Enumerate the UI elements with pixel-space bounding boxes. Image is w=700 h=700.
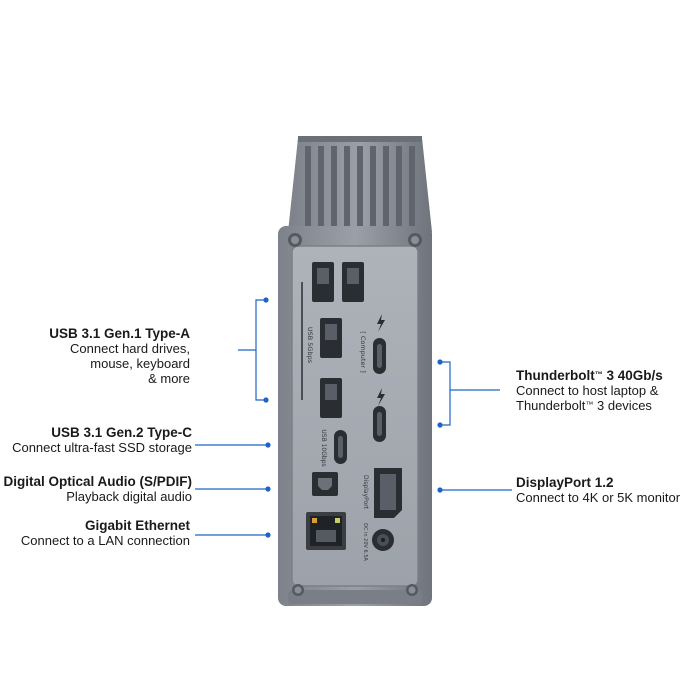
tb-line2-a: Thunderbolt: [516, 398, 586, 413]
callout-optical-title: Digital Optical Audio (S/PDIF): [3, 474, 193, 489]
callout-optical: Digital Optical Audio (S/PDIF) Playback …: [0, 474, 193, 504]
thunderbolt-bracket: [440, 361, 451, 426]
callout-usb-c-title: USB 3.1 Gen.2 Type-C: [51, 425, 192, 440]
callout-usb-c-line1: Connect ultra-fast SSD storage: [12, 440, 192, 455]
callout-usb-a-line2: mouse, keyboard: [90, 356, 190, 371]
usb10-label: USB 10Gbps: [320, 429, 327, 466]
dc-power-port: [372, 529, 394, 551]
thunderbolt-port: [373, 314, 386, 442]
callout-usb-c: USB 3.1 Gen.2 Type-C Connect ultra-fast …: [0, 425, 192, 455]
callout-ethernet-title: Gigabit Ethernet: [84, 518, 190, 533]
ethernet-port: [306, 512, 346, 550]
displayport-port: [374, 468, 402, 518]
usb-a-bracket: [255, 299, 266, 401]
optical-port: [312, 472, 338, 496]
tb-title-tm: ™: [594, 370, 603, 379]
callout-usb-a-line1: Connect hard drives,: [70, 341, 190, 356]
callout-usb-a-line3: & more: [148, 371, 190, 386]
callout-displayport-line1: Connect to 4K or 5K monitor: [516, 490, 681, 505]
computer-label: [ Computer ]: [359, 331, 367, 373]
callout-displayport: DisplayPort 1.2 Connect to 4K or 5K moni…: [516, 475, 696, 505]
usb-a-port: [312, 262, 364, 418]
dc-label: DC in 20V 6.5A: [362, 523, 368, 561]
tb-line2-tm: ™: [585, 400, 594, 409]
tb-title-b: 3 40Gb/s: [602, 368, 663, 383]
callout-dots: [263, 297, 443, 538]
callout-lines: [195, 299, 512, 536]
usb-c-port: [334, 430, 347, 464]
callout-thunderbolt-line2: Thunderbolt™ 3 devices: [516, 398, 696, 413]
callout-usb-a: USB 3.1 Gen.1 Type-A Connect hard drives…: [0, 326, 190, 386]
callout-optical-line1: Playback digital audio: [66, 489, 192, 504]
displayport-label: DisplayPort: [362, 475, 369, 510]
callout-ethernet: Gigabit Ethernet Connect to a LAN connec…: [0, 518, 190, 548]
callout-thunderbolt-line1: Connect to host laptop &: [516, 383, 659, 398]
tb-line2-b: 3 devices: [593, 398, 652, 413]
tb-title-a: Thunderbolt: [516, 368, 595, 383]
callout-thunderbolt-title: Thunderbolt™ 3 40Gb/s: [516, 368, 696, 383]
callout-displayport-title: DisplayPort 1.2: [516, 475, 614, 490]
callout-usb-a-title: USB 3.1 Gen.1 Type-A: [49, 326, 190, 341]
screw-icon: [288, 233, 422, 596]
heatsink: [288, 136, 432, 232]
callout-thunderbolt: Thunderbolt™ 3 40Gb/s Connect to host la…: [516, 368, 696, 413]
callout-ethernet-line1: Connect to a LAN connection: [20, 533, 190, 548]
usb5-label: USB 5Gbps: [306, 327, 314, 364]
